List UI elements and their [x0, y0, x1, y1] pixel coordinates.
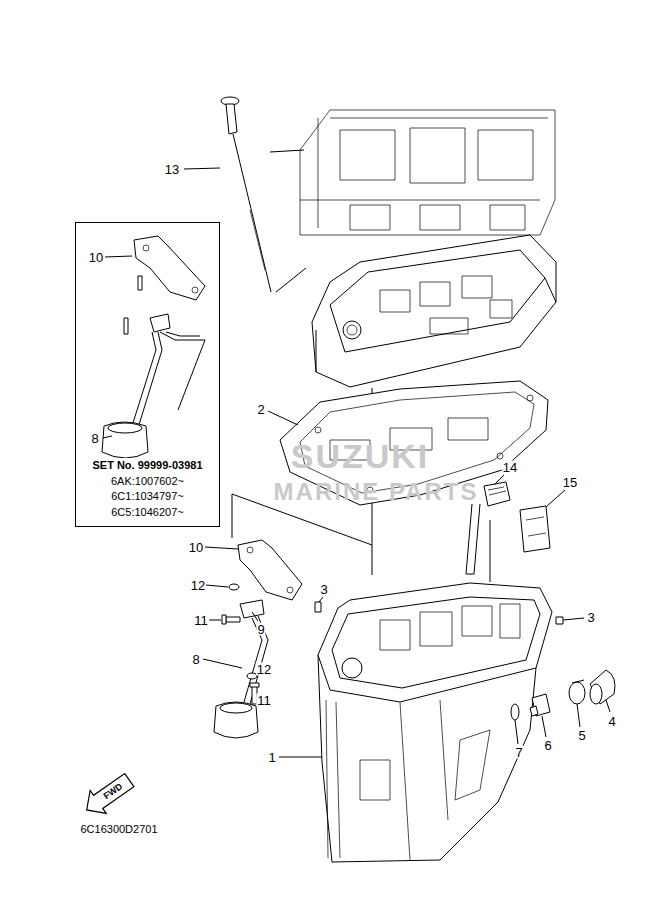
callout-number: 10 — [88, 251, 104, 264]
callout-number: 13 — [164, 163, 180, 176]
callout-number: 15 — [562, 476, 578, 489]
watermark: MARINE PARTS — [273, 480, 480, 504]
callout-number: 9 — [256, 623, 265, 636]
oil-pan — [318, 583, 552, 862]
arrow-outline — [80, 770, 136, 820]
callout-number: 2 — [256, 403, 265, 416]
drawing-code: 6C16300D2701 — [79, 824, 158, 835]
fwd-arrow: FWD — [80, 770, 136, 820]
callout-number: 7 — [514, 746, 523, 759]
callout-number: 8 — [90, 432, 99, 445]
set-info: SET No. 99999-039816AK:1007602~6C1:10347… — [76, 458, 219, 520]
serial-range: 6AK:1007602~ — [76, 474, 219, 490]
callout-number: 12 — [256, 663, 272, 676]
callout-number: 8 — [191, 653, 200, 666]
inset-strainer — [102, 236, 205, 458]
callout-number: 1 — [267, 751, 276, 764]
callout-number: 3 — [319, 583, 328, 596]
callout-number: 14 — [502, 461, 518, 474]
callout-number: 5 — [577, 729, 586, 742]
callout-number: 6 — [543, 739, 552, 752]
strainer-assembly — [214, 540, 302, 738]
callout-number: 12 — [190, 579, 206, 592]
dipstick — [221, 97, 306, 292]
clip — [520, 506, 550, 552]
cylinder-block — [300, 110, 555, 235]
upper-plate — [312, 235, 556, 387]
callout-number: 11 — [256, 694, 272, 707]
callout-number: 11 — [193, 614, 209, 627]
serial-range: 6C5:1046207~ — [76, 505, 219, 521]
set-number: SET No. 99999-03981 — [76, 458, 219, 474]
serial-range: 6C1:1034797~ — [76, 489, 219, 505]
callout-number: 10 — [188, 541, 204, 554]
watermark: SUZUKI — [290, 439, 431, 473]
drain-parts — [511, 670, 615, 720]
callout-number: 4 — [607, 715, 616, 728]
inset-box: SET No. 99999-039816AK:1007602~6C1:10347… — [75, 222, 220, 527]
callout-number: 3 — [586, 611, 595, 624]
